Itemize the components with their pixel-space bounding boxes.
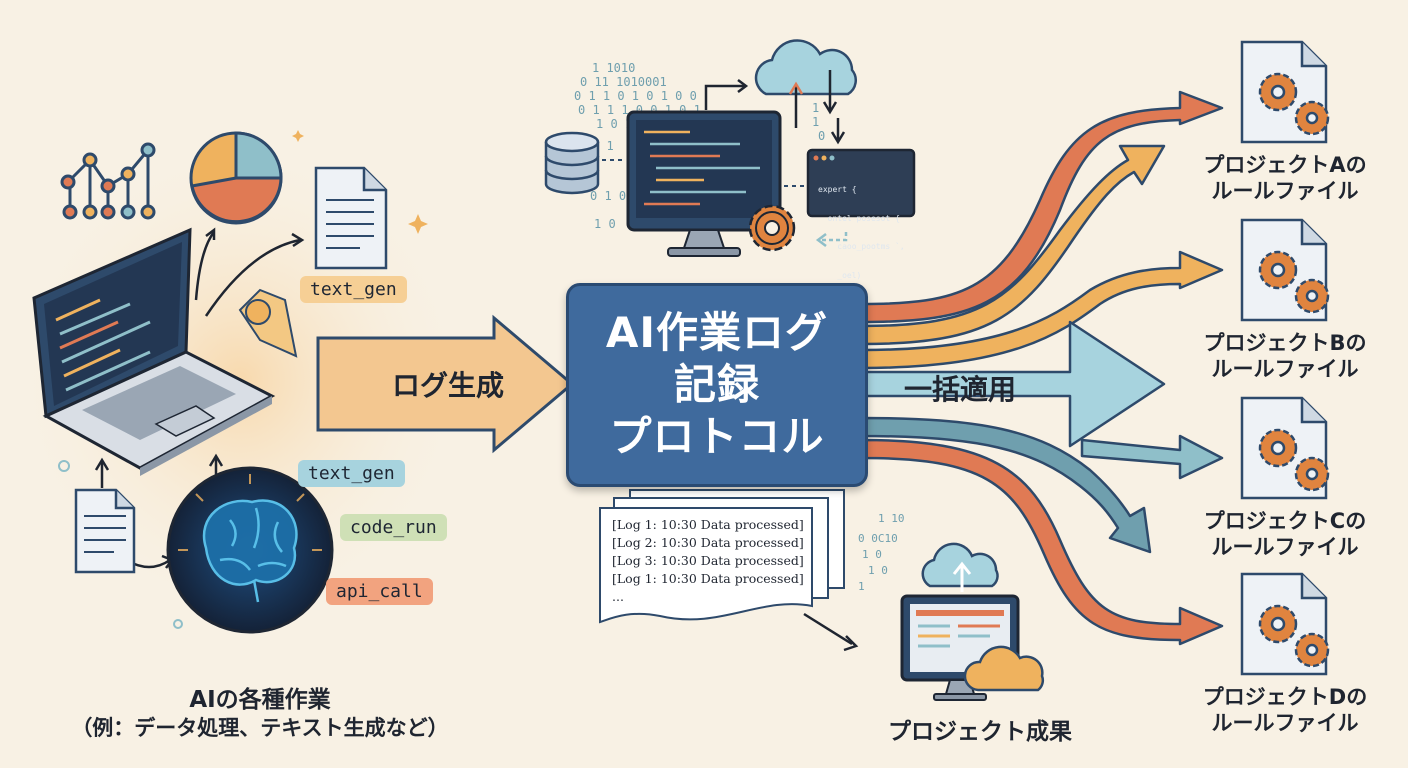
rule-file-icon-c bbox=[1240, 396, 1330, 500]
small-gear-icon bbox=[238, 288, 298, 358]
input-document-icon bbox=[74, 488, 136, 574]
ai-brain-icon bbox=[166, 466, 334, 634]
apply-arrows bbox=[860, 90, 1224, 646]
tag-api-call: api_call bbox=[326, 578, 433, 605]
code-line: _oel) bbox=[818, 270, 862, 280]
tag-text-gen: text_gen bbox=[298, 460, 405, 487]
svg-text:0 0C10: 0 0C10 bbox=[858, 532, 898, 545]
svg-text:0 11 1010001: 0 11 1010001 bbox=[580, 75, 667, 89]
svg-text:1: 1 bbox=[812, 115, 819, 129]
code-line: caoo_pootms `, bbox=[818, 242, 905, 251]
svg-text:1 0: 1 0 bbox=[868, 564, 888, 577]
log-line: [Log 3: 10:30 Data processed] bbox=[612, 553, 804, 568]
sync-arrows bbox=[704, 70, 848, 247]
code-line: expert { bbox=[818, 185, 857, 194]
svg-text:1: 1 bbox=[858, 580, 865, 593]
svg-text:1: 1 bbox=[812, 101, 819, 115]
outcome-label: プロジェクト成果 bbox=[888, 719, 1072, 745]
project-b-label: プロジェクトBの ルールファイル bbox=[1190, 330, 1380, 382]
svg-text:0 1 0: 0 1 0 bbox=[590, 189, 626, 203]
database-icon bbox=[544, 131, 600, 195]
document-icon bbox=[314, 166, 388, 270]
desktop-monitor-icon bbox=[626, 110, 782, 257]
log-line: [Log 2: 10:30 Data processed] bbox=[612, 535, 804, 550]
code-window bbox=[806, 148, 916, 218]
project-c-subtitle: ルールファイル bbox=[1211, 535, 1359, 559]
rule-file-icon-a bbox=[1240, 40, 1330, 144]
sparkle-icons bbox=[58, 130, 428, 629]
protocol-title: AI作業ログ 記録 プロトコル bbox=[605, 308, 829, 461]
log-line: [Log 1: 10:30 Data processed] bbox=[612, 571, 804, 586]
log-to-outcome-arrow bbox=[803, 612, 853, 646]
svg-text:1 0: 1 0 bbox=[594, 217, 616, 231]
project-d-title: プロジェクトDの bbox=[1202, 685, 1368, 709]
log-document-stack bbox=[599, 489, 845, 624]
outcome-cloud-icon bbox=[921, 542, 999, 592]
svg-text:1 10: 1 10 bbox=[878, 512, 905, 525]
pie-chart-icon bbox=[189, 131, 283, 225]
laptop-output-arrows bbox=[194, 227, 305, 317]
rule-file-icon-d bbox=[1240, 572, 1330, 676]
project-b-subtitle: ルールファイル bbox=[1211, 357, 1359, 381]
cloud-icon bbox=[754, 39, 857, 96]
laptop-icon bbox=[32, 227, 276, 476]
project-a-subtitle: ルールファイル bbox=[1211, 179, 1359, 203]
code-line: ontel posesot { bbox=[818, 213, 900, 223]
line-chart-icon bbox=[60, 142, 156, 220]
tag-code-run: code_run bbox=[340, 514, 447, 541]
outcome-orange-cloud-icon bbox=[963, 645, 1045, 692]
project-d-subtitle: ルールファイル bbox=[1211, 711, 1359, 735]
svg-text:0 1 1 0 1 0 1 0 0: 0 1 1 0 1 0 1 0 0 bbox=[574, 89, 697, 103]
svg-text:0: 0 bbox=[818, 129, 825, 143]
project-a-title: プロジェクトAの bbox=[1203, 153, 1367, 177]
protocol-box: AI作業ログ 記録 プロトコル bbox=[566, 283, 868, 487]
binary-side-icon: 110 bbox=[812, 101, 825, 143]
apply-label: 一括適用 bbox=[904, 373, 1017, 406]
log-generate-label: ログ生成 bbox=[392, 369, 505, 402]
log-line: [Log 1: 10:30 Data processed] bbox=[612, 517, 804, 532]
project-d-label: プロジェクトDの ルールファイル bbox=[1190, 684, 1380, 736]
log-generate-arrow bbox=[316, 314, 575, 454]
log-lines: [Log 1: 10:30 Data processed] [Log 2: 10… bbox=[612, 516, 804, 606]
svg-text:1 1010: 1 1010 bbox=[592, 61, 635, 75]
gear-icon bbox=[748, 204, 796, 252]
project-c-title: プロジェクトCの bbox=[1203, 509, 1367, 533]
left-caption-subtitle: （例：データ処理、テキスト生成など） bbox=[71, 716, 449, 740]
rule-file-icon-b bbox=[1240, 218, 1330, 322]
log-line: ... bbox=[612, 589, 624, 604]
svg-text:1 0: 1 0 bbox=[862, 548, 882, 561]
project-a-label: プロジェクトAの ルールファイル bbox=[1190, 152, 1380, 204]
project-b-title: プロジェクトBの bbox=[1203, 331, 1367, 355]
project-c-label: プロジェクトCの ルールファイル bbox=[1190, 508, 1380, 560]
tag-text-gen-top: text_gen bbox=[300, 276, 407, 303]
left-caption-title: AIの各種作業 bbox=[189, 687, 331, 713]
